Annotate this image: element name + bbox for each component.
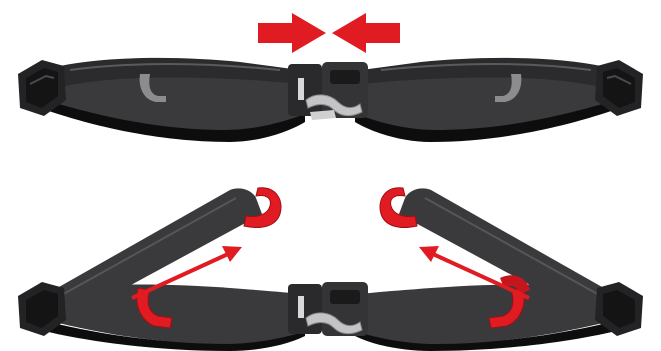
- buckle-icon: [288, 62, 368, 120]
- bottom-buckle-icon: [288, 282, 368, 336]
